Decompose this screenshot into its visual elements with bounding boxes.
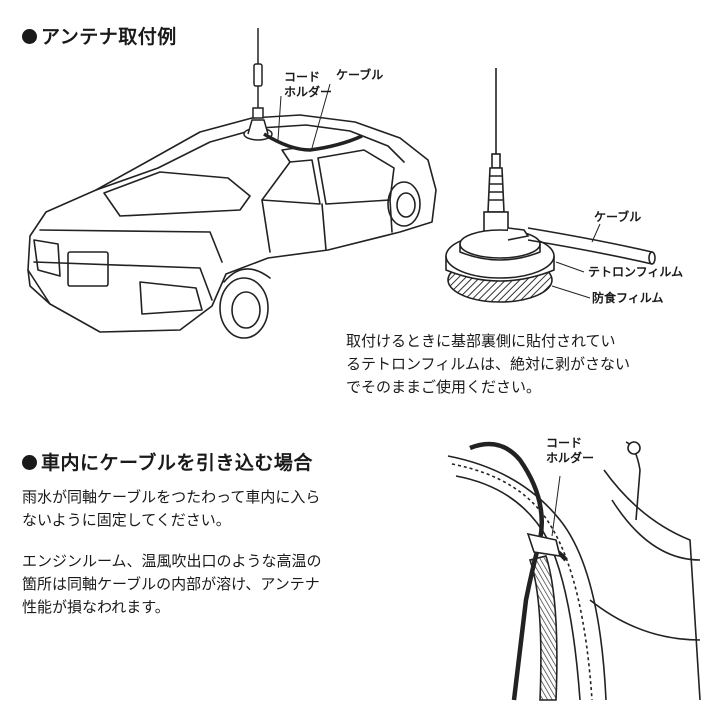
heat-note-line: 箇所は同軸ケーブルの内部が溶け、アンテナ	[22, 575, 320, 593]
bullet-icon	[22, 29, 37, 44]
rain-note-paragraph: 雨水が同軸ケーブルをつたわって車内に入ら ないように固定してください。	[22, 486, 320, 532]
car-cable-label: ケーブル	[336, 68, 384, 82]
base-cable-label: ケーブル	[594, 210, 642, 224]
film-note-paragraph: 取付けるときに基部裏側に貼付されてい るテトロンフィルムは、絶対に剥がさない で…	[346, 330, 630, 399]
protective-film-label: 防食フィルム	[592, 291, 664, 305]
door-cord-holder-label: コード ホルダー	[546, 436, 594, 466]
heat-note-paragraph: エンジンルーム、温風吹出口のような高温の 箇所は同軸ケーブルの内部が溶け、アンテ…	[22, 550, 322, 619]
section2-title: 車内にケーブルを引き込む場合	[41, 452, 313, 474]
cord-holder-label: コード ホルダー	[284, 70, 332, 100]
film-note-line: でそのままご使用ください。	[346, 378, 542, 396]
heat-note-line: エンジンルーム、温風吹出口のような高温の	[22, 552, 322, 570]
rain-note-line: ないように固定してください。	[22, 511, 231, 529]
section1-heading: アンテナ取付例	[22, 22, 177, 49]
door-cord-holder-label-line1: コード	[546, 436, 583, 450]
cord-holder-label-line2: ホルダー	[284, 85, 333, 99]
rain-note-line: 雨水が同軸ケーブルをつたわって車内に入ら	[22, 488, 321, 506]
film-note-line: 取付けるときに基部裏側に貼付されてい	[346, 332, 616, 350]
teflon-film-label: テトロンフィルム	[588, 265, 684, 279]
heat-note-line: 性能が損なわれます。	[22, 598, 170, 616]
section1-title: アンテナ取付例	[41, 26, 177, 48]
film-note-line: るテトロンフィルムは、絶対に剥がさない	[346, 355, 630, 373]
cord-holder-label-line1: コード	[284, 70, 321, 84]
door-cord-holder-label-line2: ホルダー	[546, 451, 595, 465]
bullet-icon	[22, 455, 37, 470]
section2-heading: 車内にケーブルを引き込む場合	[22, 448, 313, 475]
